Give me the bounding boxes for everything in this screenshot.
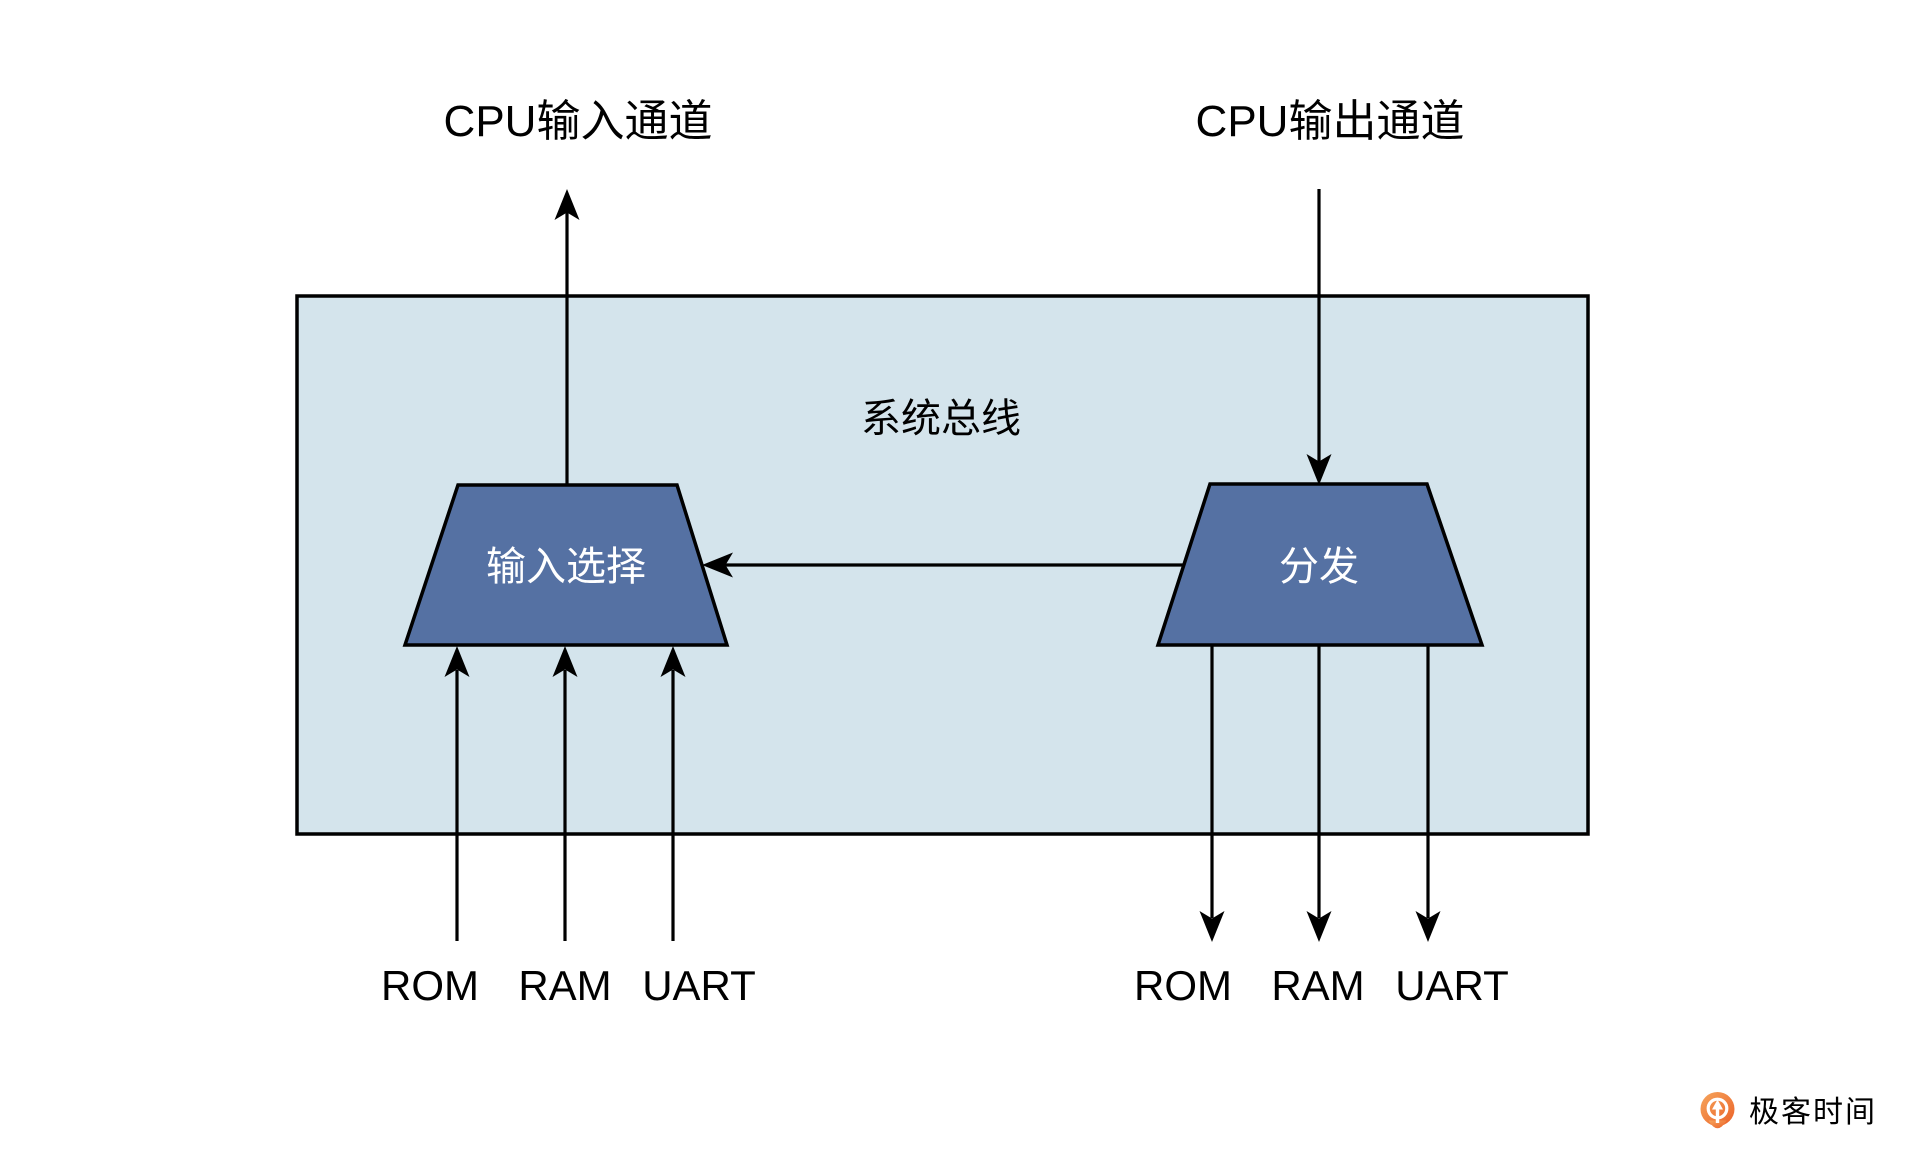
left-device-label-ram: RAM — [518, 962, 611, 1009]
distributor-label: 分发 — [1279, 545, 1359, 589]
cpu-input-arrowhead-up-icon — [554, 189, 580, 220]
geektime-logo-pin-tail — [1708, 1120, 1727, 1129]
cpu-output-channel-label: CPU输出通道 — [1196, 97, 1465, 146]
cpu-input-channel-label: CPU输入通道 — [444, 97, 713, 146]
left-device-label-uart: UART — [642, 962, 756, 1009]
geektime-brand-label: 极客时间 — [1749, 1096, 1877, 1129]
left-device-label-rom: ROM — [381, 962, 479, 1009]
right-device-label-uart: UART — [1395, 962, 1509, 1009]
ram-output-arrowhead-down-icon — [1306, 911, 1332, 942]
rom-input-arrowhead-up-icon — [444, 646, 470, 677]
ram-input-arrowhead-up-icon — [552, 646, 578, 677]
distributor-trapezoid — [1155, 482, 1485, 647]
right-device-label-rom: ROM — [1134, 962, 1232, 1009]
cpu-output-arrowhead-down-icon — [1306, 454, 1332, 485]
distributor-to-selector-arrowhead-left-icon — [702, 552, 733, 578]
input-selector-label: 输入选择 — [486, 545, 646, 589]
rom-output-arrowhead-down-icon — [1199, 911, 1225, 942]
geektime-logo-arrowhead-up-icon — [1712, 1099, 1723, 1110]
geektime-logo: 极客时间 — [1700, 1092, 1877, 1129]
uart-output-arrowhead-down-icon — [1415, 911, 1441, 942]
uart-input-arrowhead-up-icon — [660, 646, 686, 677]
system-bus-label: 系统总线 — [861, 397, 1021, 441]
right-device-label-ram: RAM — [1271, 962, 1364, 1009]
input-selector-trapezoid — [402, 483, 730, 647]
